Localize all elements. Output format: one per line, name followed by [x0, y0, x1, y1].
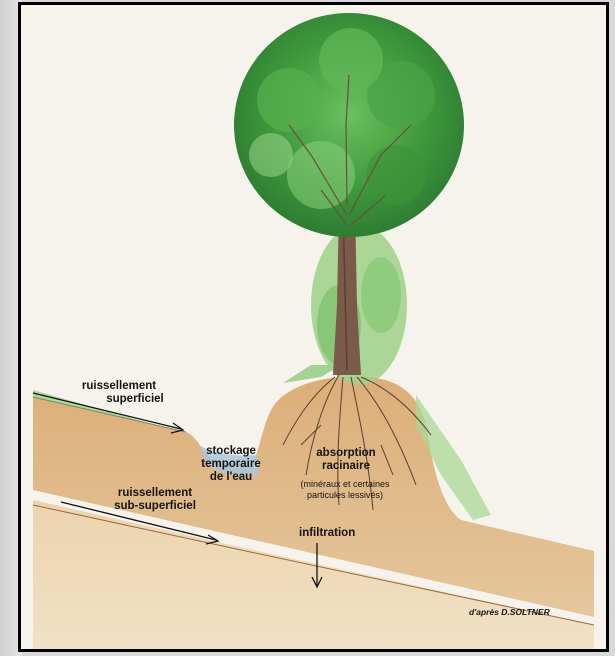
label-root-absorption: absorption racinaire — [281, 447, 411, 473]
label-temporary-storage: stockage temporaire de l'eau — [193, 445, 269, 484]
soil-water-diagram — [21, 5, 606, 649]
label-surface-runoff: ruissellement superficiel — [69, 380, 169, 406]
label-subsurface-runoff: ruissellement sub-superficiel — [95, 487, 215, 513]
label-infiltration: infiltration — [299, 527, 355, 540]
label-absorption-note: (minéraux et certaines particules lessiv… — [275, 479, 415, 501]
credit-text: d'après D.SOLTNER — [469, 606, 550, 619]
drawing-sheet: ruissellement superficiel stockage tempo… — [18, 2, 609, 652]
